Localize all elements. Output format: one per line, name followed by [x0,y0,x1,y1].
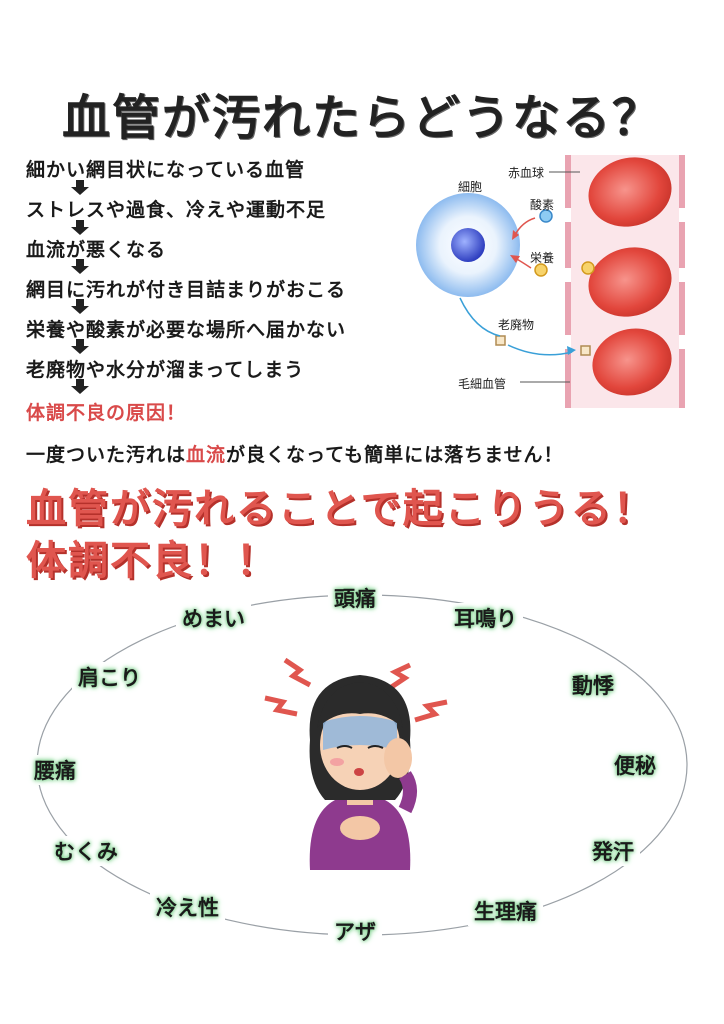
flow-step-5: 栄養や酸素が必要な場所へ届かない [26,319,347,341]
oxygen-label: 酸素 [530,198,555,212]
headline-line-2: 体調不良！！ [26,538,278,584]
cell-label: 細胞 [458,180,483,194]
page-title: 血管が汚れたらどうなる？ [61,90,662,146]
symptom-constipation: 便秘 [608,750,662,780]
capillary-label: 毛細血管 [458,377,507,391]
red-blood-cell-icon [588,157,672,227]
symptom-palpitation: 動悸 [566,670,620,700]
symptom-headache: 頭痛 [328,583,382,613]
unwell-woman-illustration [264,657,448,870]
symptom-cold-sensitivity: 冷え性 [150,892,225,922]
red-blood-cell-icon [592,328,672,396]
flow-step-2: ストレスや過食、冷えや運動不足 [26,199,327,221]
waste-icon [495,335,506,346]
headline-line-1: 血管が汚れることで起こりうる！ [26,486,655,532]
symptom-swelling: むくみ [48,836,124,866]
flow-step-3: 血流が悪くなる [26,239,167,261]
flow-step-1: 細かい網目状になっている血管 [26,159,306,181]
nucleus-icon [451,228,485,262]
note-after: が良くなっても簡単には落ちません！ [226,444,564,466]
flow-step-6: 老廃物や水分が溜まってしまう [26,359,305,381]
symptom-sweating: 発汗 [586,836,640,866]
note-highlight: 血流 [186,444,227,466]
nutrition-label: 栄養 [530,251,555,265]
red-blood-cell-icon [588,247,672,317]
flow-step-4: 網目に汚れが付き目詰まりがおこる [26,279,347,301]
waste-label: 老廃物 [498,318,535,332]
symptom-bruise: アザ [328,916,382,946]
stress-mark-icon [388,662,412,691]
note-before: 一度ついた汚れは [26,444,187,466]
oxygen-icon [539,209,553,223]
cause-text: 体調不良の原因！ [26,402,187,424]
symptom-tinnitus: 耳鳴り [448,603,523,633]
symptom-stiff-shoulder: 肩こり [72,662,147,692]
red-blood-cell-label: 赤血球 [508,166,545,180]
nutrition-icon [534,263,548,277]
stress-mark-icon [283,657,312,688]
note-text: 一度ついた汚れは血流が良くなっても簡単には落ちません！ [26,440,564,467]
capillary-diagram [416,155,685,408]
symptom-menstrual-pain: 生理痛 [468,896,543,926]
stress-mark-icon [414,699,448,723]
symptom-dizziness: めまい [176,603,251,633]
stress-mark-icon [264,695,298,717]
symptom-back-pain: 腰痛 [28,755,82,785]
